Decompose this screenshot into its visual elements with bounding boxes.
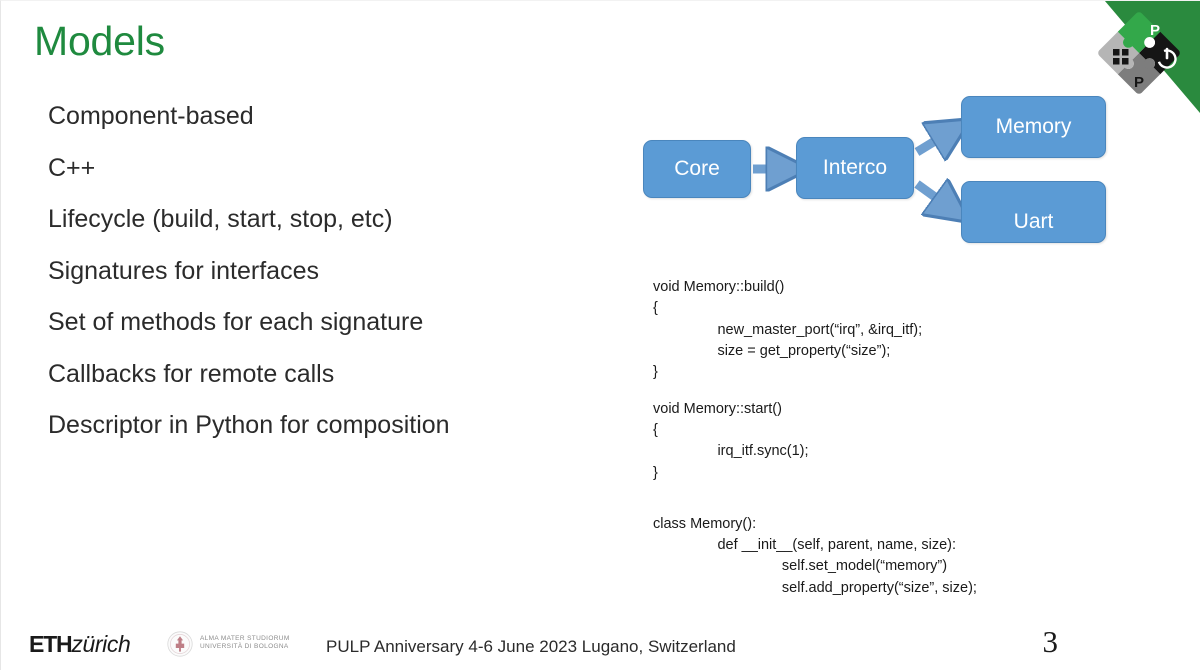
- code-spacer: [653, 499, 977, 514]
- pulp-letter-p-bottom: P: [1134, 74, 1144, 91]
- eth-zurich-logo: ETHzürich: [29, 631, 131, 658]
- list-item: Lifecycle (build, start, stop, etc): [48, 205, 393, 233]
- code-block-memory-build: void Memory::build() { new_master_port(“…: [653, 279, 923, 381]
- code-block-memory-start: void Memory::start() { irq_itf.sync(1); …: [653, 400, 809, 481]
- code-block-python-descriptor: class Memory(): def __init__(self, paren…: [653, 515, 977, 596]
- page-number: 3: [1042, 624, 1059, 659]
- power-icon: [1157, 47, 1177, 69]
- code-spacer: [653, 484, 977, 499]
- code-listing: void Memory::build() { new_master_port(“…: [653, 277, 977, 599]
- diagram-node-uart[interactable]: Uart: [961, 181, 1106, 243]
- list-item: Component-based: [48, 102, 254, 130]
- eth-logo-bold: ETH: [29, 631, 73, 657]
- bullet-list: Component-based C++ Lifecycle (build, st…: [48, 104, 608, 465]
- edge-interco-uart: [914, 184, 953, 210]
- list-item: Signatures for interfaces: [48, 256, 319, 285]
- code-spacer: [653, 384, 977, 399]
- list-item: Descriptor in Python for composition: [48, 411, 450, 439]
- unibo-line-2: UNIVERSITÀ DI BOLOGNA: [200, 643, 289, 651]
- architecture-diagram: Core Interco Memory Uart: [631, 86, 1131, 256]
- diagram-node-interco[interactable]: Interco: [796, 137, 914, 199]
- edge-interco-memory: [914, 130, 953, 152]
- eth-logo-italic: zürich: [71, 631, 131, 657]
- pulp-letter-p-top: P: [1150, 22, 1160, 39]
- pulp-piece-left-green: [1117, 12, 1161, 53]
- slide-footer: ETHzürich ALMA MATER STUDIORUM UNIVERSIT…: [1, 612, 1200, 670]
- list-item: Set of methods for each signature: [48, 308, 424, 336]
- unibo-seal-icon: [167, 631, 193, 657]
- unibo-line-1: ALMA MATER STUDIORUM: [200, 634, 290, 642]
- diagram-node-memory[interactable]: Memory: [961, 96, 1106, 158]
- unibo-wordmark: ALMA MATER STUDIORUM UNIVERSITÀ DI BOLOG…: [200, 635, 322, 652]
- list-item: Callbacks for remote calls: [48, 359, 335, 388]
- four-dots-icon: [1113, 49, 1129, 65]
- diagram-node-core[interactable]: Core: [643, 140, 751, 198]
- footer-event-note: PULP Anniversary 4-6 June 2023 Lugano, S…: [326, 637, 736, 656]
- pulp-logo: P P: [1098, 12, 1180, 94]
- page-title: Models: [34, 18, 165, 64]
- list-item: C++: [48, 153, 96, 182]
- diagram-arrows: [753, 86, 1131, 256]
